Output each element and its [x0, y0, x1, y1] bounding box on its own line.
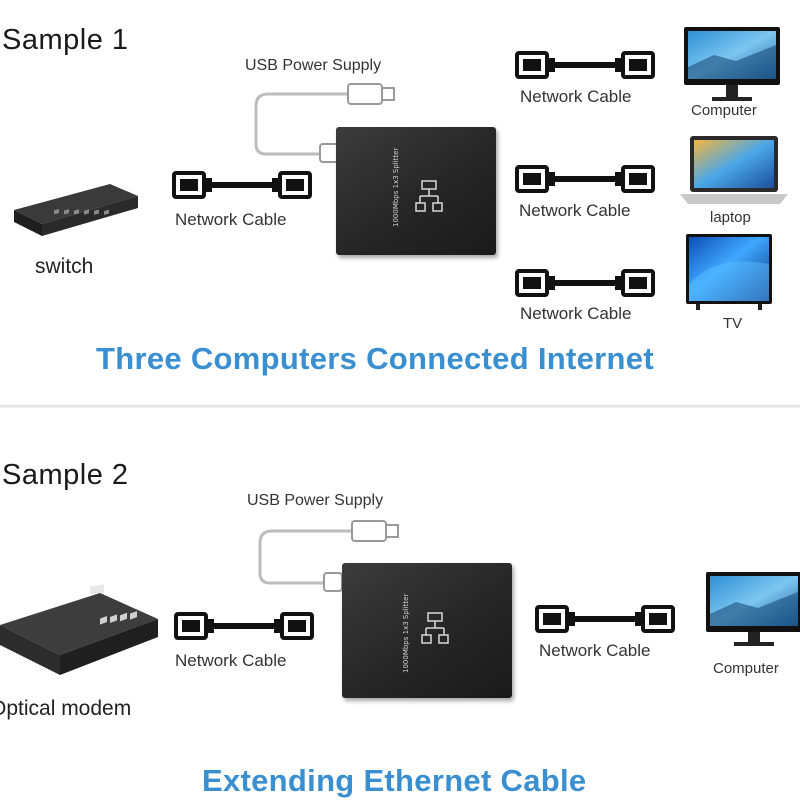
- rj45-cable-icon: [515, 162, 655, 196]
- rj45-cable-icon: [172, 168, 312, 202]
- laptop-label: laptop: [710, 209, 751, 226]
- rj45-cable-icon: [174, 609, 314, 643]
- switch-label: switch: [35, 255, 94, 278]
- switch-icon: [14, 184, 138, 236]
- usb-plug-icon: [254, 83, 395, 163]
- rj45-cable-icon: [535, 602, 675, 636]
- output-cable-3-label: Network Cable: [520, 304, 632, 323]
- output-cable-2-label: Network Cable: [519, 201, 631, 220]
- sample-2-title: Sample 2: [2, 459, 129, 491]
- rj45-cable-icon: [515, 266, 655, 300]
- input-cable-label: Network Cable: [175, 651, 287, 670]
- output-cable-1-label: Network Cable: [520, 87, 632, 106]
- rj45-cable-icon: [515, 48, 655, 82]
- usb-power-supply-label: USB Power Supply: [247, 492, 384, 509]
- optical-modem-label: Optical modem: [0, 697, 132, 720]
- usb-plug-icon: [258, 520, 399, 592]
- sample-1-headline: Three Computers Connected Internet: [96, 341, 654, 376]
- splitter-model-text: 1000Mbps 1x3 Splitter: [392, 147, 400, 227]
- monitor-icon: [684, 27, 780, 101]
- sample-2-headline: Extending Ethernet Cable: [202, 763, 587, 798]
- monitor-icon: [706, 572, 800, 646]
- network-splitter-icon: 1000Mbps 1x3 Splitter: [342, 563, 512, 698]
- usb-power-supply-label: USB Power Supply: [245, 57, 382, 74]
- laptop-icon: [680, 136, 788, 204]
- output-cable-label: Network Cable: [539, 641, 651, 660]
- computer-label: Computer: [713, 660, 779, 677]
- input-cable-label: Network Cable: [175, 210, 287, 229]
- optical-modem-icon: [0, 584, 158, 675]
- computer-label: Computer: [691, 102, 757, 119]
- tv-icon: [686, 234, 772, 310]
- tv-label: TV: [723, 315, 743, 332]
- sample-1-title: Sample 1: [2, 24, 129, 56]
- splitter-model-text: 1000Mbps 1x3 Splitter: [402, 593, 410, 673]
- section-divider: [0, 405, 800, 408]
- network-splitter-icon: 1000Mbps 1x3 Splitter: [336, 127, 496, 255]
